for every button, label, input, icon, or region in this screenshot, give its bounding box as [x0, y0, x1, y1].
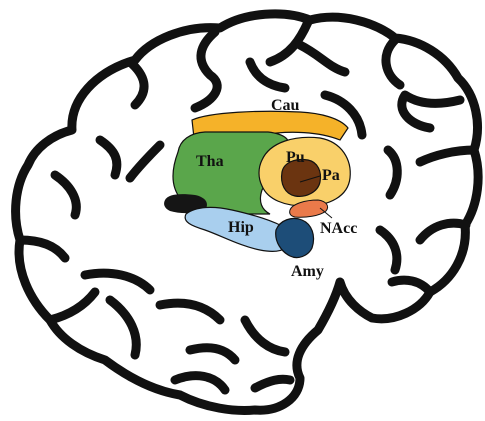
hippocampus-label: Hip — [228, 219, 254, 236]
thalamus-label: Tha — [196, 153, 224, 170]
amygdala-label: Amy — [291, 263, 324, 280]
nucleus-accumbens-label: NAcc — [320, 220, 357, 237]
pallidum-label: Pa — [322, 167, 340, 184]
caudate-label: Cau — [271, 97, 300, 114]
putamen-label: Pu — [286, 149, 305, 166]
